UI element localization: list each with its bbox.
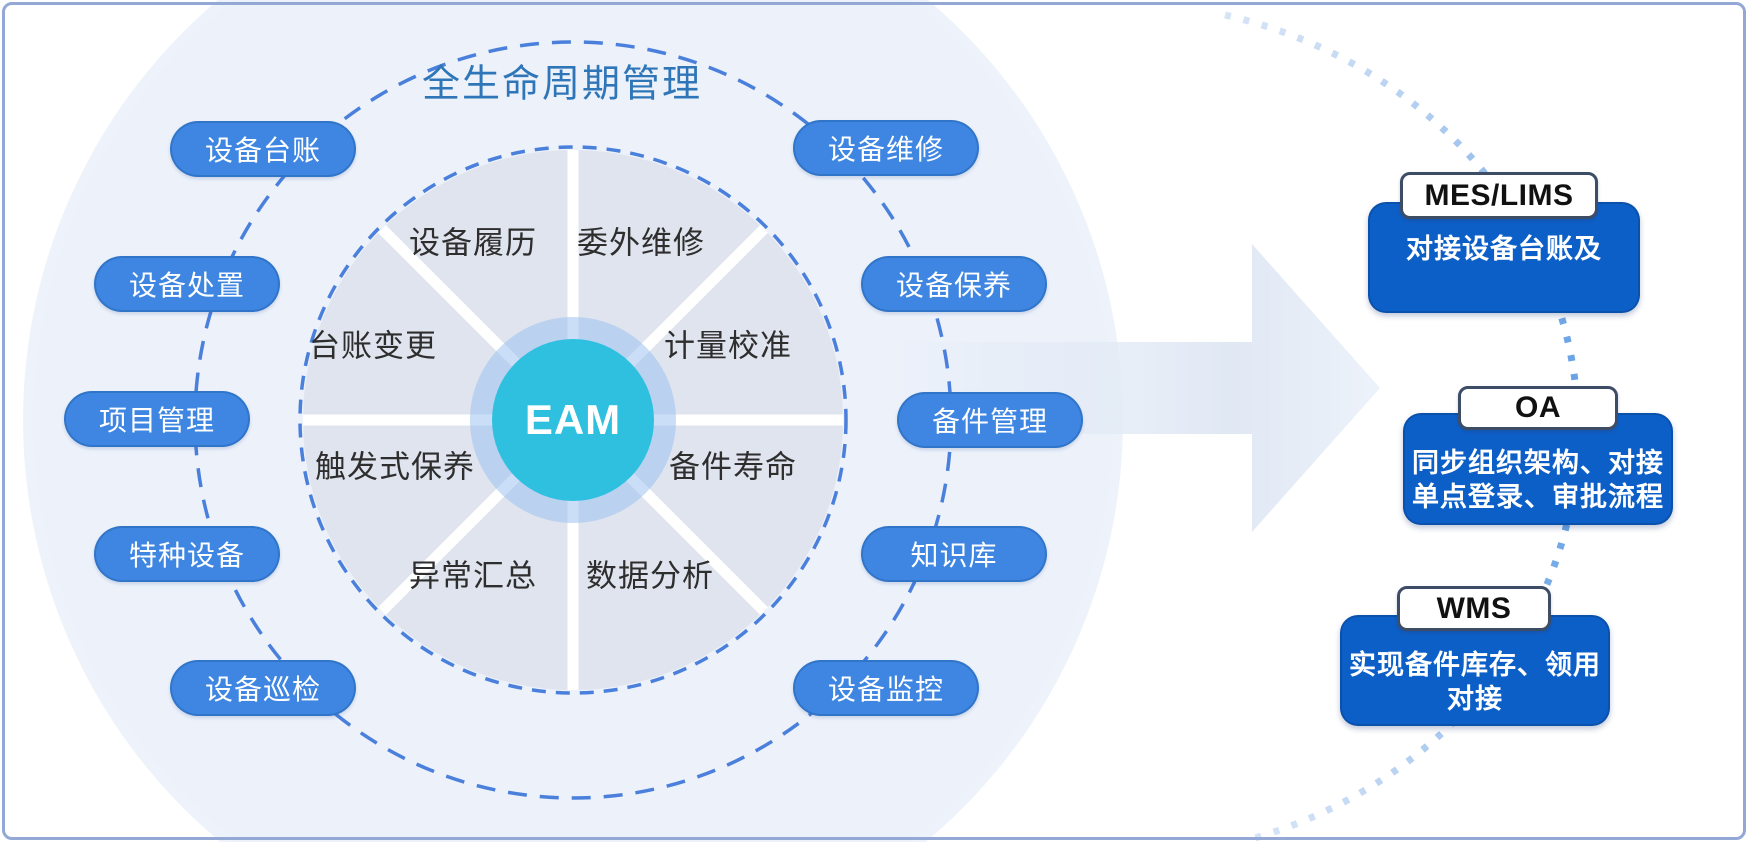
segment-label-spare-part-life: 备件寿命 [669,449,797,485]
flow-arrow [885,244,1380,532]
integration-tab-mes-lims: MES/LIMS [1400,172,1598,219]
segment-label-ledger-change: 台账变更 [309,328,437,364]
segment-label-triggered-maintenance: 触发式保养 [315,449,475,485]
page-title: 全生命周期管理 [421,63,703,106]
integration-desc-line: 对接设备台账及 [1406,234,1602,264]
pill-equipment-monitoring: 设备监控 [793,660,979,716]
pill-project-management: 项目管理 [64,391,250,447]
pill-equipment-repair: 设备维修 [793,120,979,176]
integration-box-oa: 同步组织架构、对接 单点登录、审批流程 [1403,413,1673,525]
pill-equipment-disposal: 设备处置 [94,256,280,312]
integration-desc-line: 对接 [1447,683,1503,714]
pill-knowledge-base: 知识库 [861,526,1047,582]
integration-desc-line: 同步组织架构、对接 [1412,448,1664,478]
integration-tab-wms: WMS [1397,586,1551,631]
integration-desc-line: 实现备件库存、领用 [1349,649,1601,680]
integration-desc-line: 单点登录、审批流程 [1412,482,1664,512]
eam-center-label: EAM [524,396,622,443]
segment-label-device-history: 设备履历 [409,225,537,261]
integration-box-wms: 实现备件库存、领用 对接 [1340,615,1610,726]
segment-label-exception-summary: 异常汇总 [409,558,537,594]
integration-tab-oa: OA [1458,386,1618,430]
eam-circle [492,339,654,501]
pill-spare-parts-management: 备件管理 [897,392,1083,448]
segment-label-data-analysis: 数据分析 [586,558,714,594]
integration-box-mes-lims: 对接设备台账及 [1368,202,1640,313]
pill-special-equipment: 特种设备 [94,526,280,582]
pill-equipment-ledger: 设备台账 [170,121,356,177]
pill-equipment-inspection: 设备巡检 [170,660,356,716]
segment-label-metrology-calibration: 计量校准 [664,328,792,364]
segment-label-outsourced-repair: 委外维修 [577,225,705,261]
pill-equipment-maintenance: 设备保养 [861,256,1047,312]
wheel-dashed-rim [298,145,848,695]
